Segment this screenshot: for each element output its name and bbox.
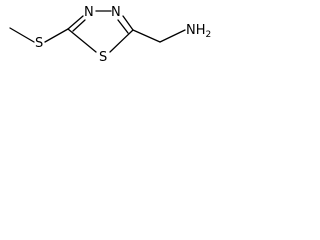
atom-s-methylthio: S: [35, 36, 43, 51]
bond-c5-n4: [67, 15, 84, 30]
bond-s1-c5: [67, 28, 97, 53]
bond-n3-c2-double: [117, 19, 129, 34]
atom-s-ring: S: [99, 50, 107, 65]
bond-c2-s1: [109, 29, 134, 53]
bond-c5-n4-double: [72, 19, 86, 32]
amine-subscript: 2: [206, 30, 212, 40]
structure-canvas: S N N S NH2: [0, 0, 224, 82]
bond-n3-c2: [122, 15, 134, 31]
atom-n-left: N: [84, 5, 94, 20]
bond-c2-ch2: [132, 29, 161, 43]
bond-ch2-nh2: [159, 29, 186, 43]
bond-methyl-s: [9, 27, 35, 43]
amine-nh-label: NH: [186, 23, 206, 38]
atom-amine: NH2: [186, 23, 211, 40]
atom-n-right: N: [111, 5, 121, 20]
chemical-structure: S N N S NH2: [9, 5, 211, 65]
bond-s-c5: [44, 28, 69, 43]
